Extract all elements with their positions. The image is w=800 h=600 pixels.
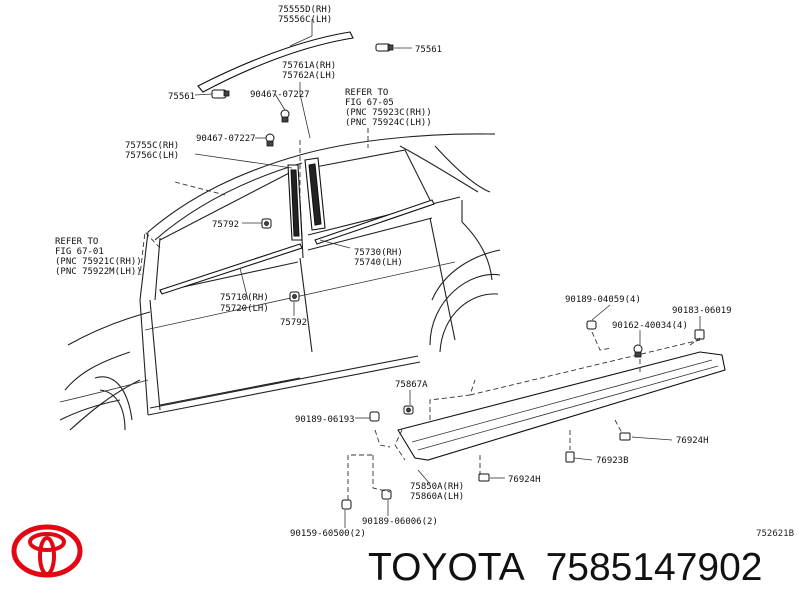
label-75792-top: 75792 — [212, 220, 239, 230]
screw-90467-top-icon — [280, 109, 290, 123]
belt-molding-rear — [314, 199, 435, 245]
brand-name: TOYOTA — [368, 546, 525, 589]
label-refer-05-2: FIG 67-05 — [345, 98, 394, 108]
label-90183-06019: 90183-06019 — [672, 306, 732, 316]
label-75762a: 75762A(LH) — [282, 71, 336, 81]
label-76923b: 76923B — [596, 456, 629, 466]
label-90189-06006: 90189-06006(2) — [362, 517, 438, 527]
toyota-logo-icon — [11, 524, 83, 578]
brand-part-number: TOYOTA 7585147902 — [368, 544, 763, 592]
label-75850a: 75850A(RH) — [410, 482, 464, 492]
clip-75867a-icon — [403, 405, 414, 415]
label-refer-05-1: REFER TO — [345, 88, 388, 98]
screw-90189-06006-icon — [381, 489, 392, 500]
leader-lines — [194, 19, 701, 528]
label-76924h-left: 76924H — [508, 475, 541, 485]
label-75860a: 75860A(LH) — [410, 492, 464, 502]
label-refer-05-4: (PNC 75924C(LH)) — [345, 118, 432, 128]
screw-90189-04059-icon — [586, 320, 597, 330]
part-number: 7585147902 — [545, 546, 763, 589]
label-75561-left: 75561 — [168, 92, 195, 102]
screw-90467-mid-icon — [265, 133, 275, 147]
label-refer-05-3: (PNC 75923C(RH)) — [345, 108, 432, 118]
label-75740: 75740(LH) — [354, 258, 403, 268]
label-76924h-right: 76924H — [676, 436, 709, 446]
label-90467-mid: 90467-07227 — [196, 134, 256, 144]
label-75792-bottom: 75792 — [280, 318, 307, 328]
clip-75792-bottom-icon — [289, 291, 300, 302]
label-90189-04059: 90189-04059(4) — [565, 295, 641, 305]
label-90189-06193: 90189-06193 — [295, 415, 355, 425]
label-refer-01-1: REFER TO — [55, 237, 98, 247]
screw-90183-06019-icon — [694, 329, 705, 340]
label-75756c: 75756C(LH) — [125, 151, 179, 161]
label-75710: 75710(RH) — [220, 293, 269, 303]
label-90467-top: 90467-07227 — [250, 90, 310, 100]
screw-90159-60500-icon — [341, 499, 352, 510]
label-90159-60500: 90159-60500(2) — [290, 529, 366, 539]
label-75761a: 75761A(RH) — [282, 61, 336, 71]
label-refer-01-3: (PNC 75921C(RH)) — [55, 257, 142, 267]
label-refer-01-2: FIG 67-01 — [55, 247, 104, 257]
label-75755c: 75755C(RH) — [125, 141, 179, 151]
label-75556c: 75556C(LH) — [278, 15, 332, 25]
car-body-outline — [59, 133, 501, 431]
parts — [159, 31, 726, 510]
label-75555d: 75555D(RH) — [278, 5, 332, 15]
clip-75561-left-icon — [211, 89, 230, 99]
label-75867a: 75867A — [395, 380, 428, 390]
label-75730: 75730(RH) — [354, 248, 403, 258]
label-90162-40034: 90162-40034(4) — [612, 321, 688, 331]
drawing-code: 752621B — [756, 529, 794, 539]
label-refer-01-4: (PNC 75922M(LH)) — [55, 267, 142, 277]
clip-75792-top-icon — [261, 218, 272, 229]
clip-76924h-left-icon — [478, 473, 490, 482]
callout-labels: 75555D(RH) 75556C(LH) 75561 75561 75761A… — [55, 5, 732, 539]
clip-75561-right-icon — [375, 43, 394, 52]
belt-molding-front — [159, 243, 303, 295]
screw-90189-06193-icon — [369, 411, 380, 422]
label-75561-right: 75561 — [415, 45, 442, 55]
roof-molding — [197, 31, 354, 93]
clip-76924h-right-icon — [619, 432, 631, 441]
clip-76923b-icon — [565, 451, 575, 463]
label-75720: 75720(LH) — [220, 304, 269, 314]
guide-lines — [139, 128, 701, 500]
